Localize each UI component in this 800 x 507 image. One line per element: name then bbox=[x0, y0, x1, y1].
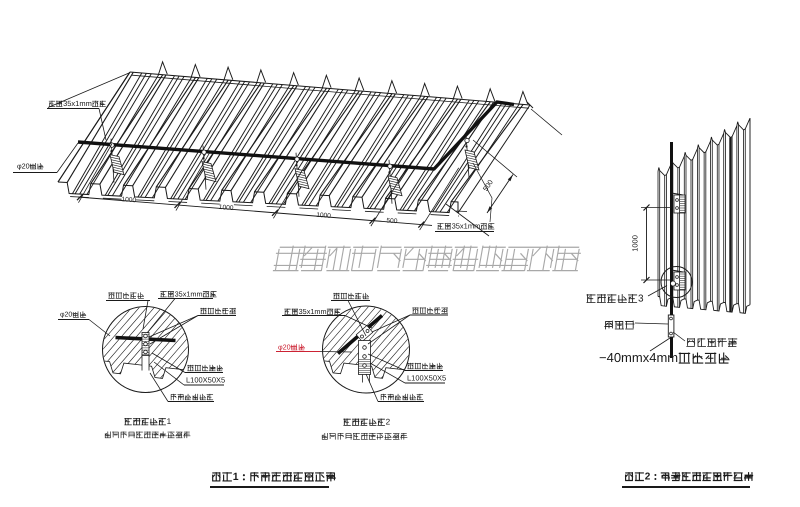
svg-text:3: 3 bbox=[638, 294, 644, 305]
svg-text:35x1mm: 35x1mm bbox=[452, 222, 481, 231]
svg-text:1000: 1000 bbox=[631, 235, 640, 252]
svg-text:35x1mm: 35x1mm bbox=[175, 290, 203, 299]
svg-text:φ20: φ20 bbox=[17, 161, 30, 170]
svg-text:1000: 1000 bbox=[316, 212, 332, 220]
svg-text:−40mmx4mm: −40mmx4mm bbox=[599, 350, 678, 365]
svg-text:2: 2 bbox=[645, 472, 651, 483]
svg-text:500: 500 bbox=[386, 217, 398, 225]
svg-text:φ20: φ20 bbox=[60, 312, 72, 319]
svg-text:L100X50X5: L100X50X5 bbox=[407, 374, 446, 383]
svg-text:1000: 1000 bbox=[219, 204, 235, 212]
svg-text:φ20: φ20 bbox=[278, 342, 291, 351]
svg-text:1000: 1000 bbox=[121, 196, 137, 204]
svg-text:1: 1 bbox=[233, 471, 239, 483]
svg-text:2: 2 bbox=[386, 418, 391, 427]
svg-text:L100X50X5: L100X50X5 bbox=[186, 376, 225, 385]
svg-text:35x1mm: 35x1mm bbox=[63, 99, 92, 108]
svg-text:1: 1 bbox=[167, 417, 172, 426]
svg-text:35x1mm: 35x1mm bbox=[299, 307, 327, 316]
